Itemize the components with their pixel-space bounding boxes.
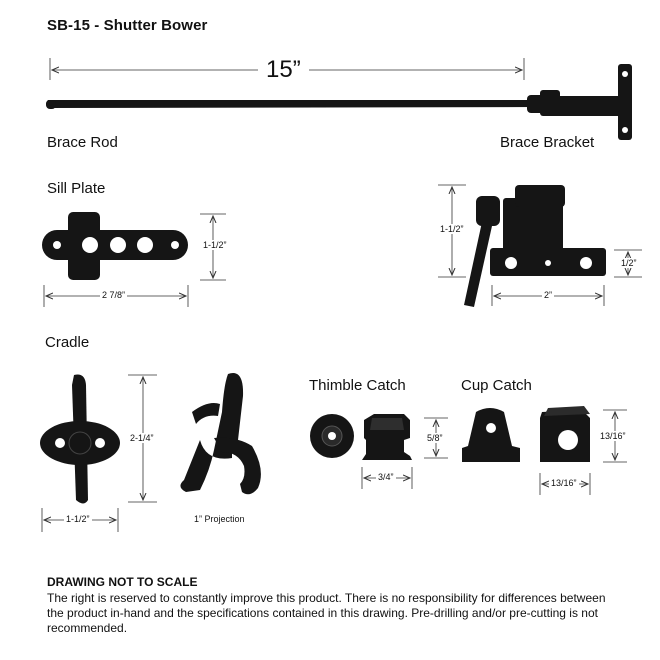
brace-bracket-illustration: [527, 64, 632, 140]
cradle-projection-label: 1” Projection: [192, 514, 247, 524]
cradle-side-illustration: [180, 372, 261, 495]
brace-rod-illustration: [46, 100, 540, 109]
brace-length-label: 15”: [258, 56, 309, 84]
cradle-label: Cradle: [45, 334, 90, 351]
cup-catch-illustration: [462, 406, 590, 462]
thimble-catch-label: Thimble Catch: [309, 377, 406, 394]
bracket-base-height-label: 1/2”: [619, 258, 639, 268]
bracket-detail-illustration: [464, 185, 606, 307]
bracket-width-label: 2”: [542, 290, 555, 300]
page-title: SB-15 - Shutter Bower: [47, 17, 208, 34]
disclaimer-heading: DRAWING NOT TO SCALE: [47, 575, 198, 589]
brace-bracket-label: Brace Bracket: [500, 134, 595, 151]
cup-catch-label: Cup Catch: [461, 377, 532, 394]
sill-plate-illustration: [42, 212, 188, 280]
disclaimer-text: The right is reserved to constantly impr…: [47, 591, 606, 635]
bracket-height-label: 1-1/2”: [438, 224, 466, 234]
sill-plate-height-label: 1-1/2”: [201, 240, 229, 250]
thimble-catch-width-label: 3/4”: [376, 472, 396, 482]
sill-plate-width-label: 2 7/8”: [100, 290, 128, 300]
cup-catch-height-label: 13/16”: [598, 431, 628, 441]
cradle-width-label: 1-1/2”: [64, 514, 92, 524]
sill-plate-label: Sill Plate: [47, 180, 106, 197]
brace-rod-label: Brace Rod: [47, 134, 118, 151]
thimble-catch-illustration: [310, 414, 412, 460]
cradle-height-label: 2-1/4”: [128, 433, 156, 443]
thimble-catch-height-label: 5/8”: [425, 433, 445, 443]
cradle-illustration: [40, 374, 120, 504]
cup-catch-width-label: 13/16”: [549, 478, 579, 488]
